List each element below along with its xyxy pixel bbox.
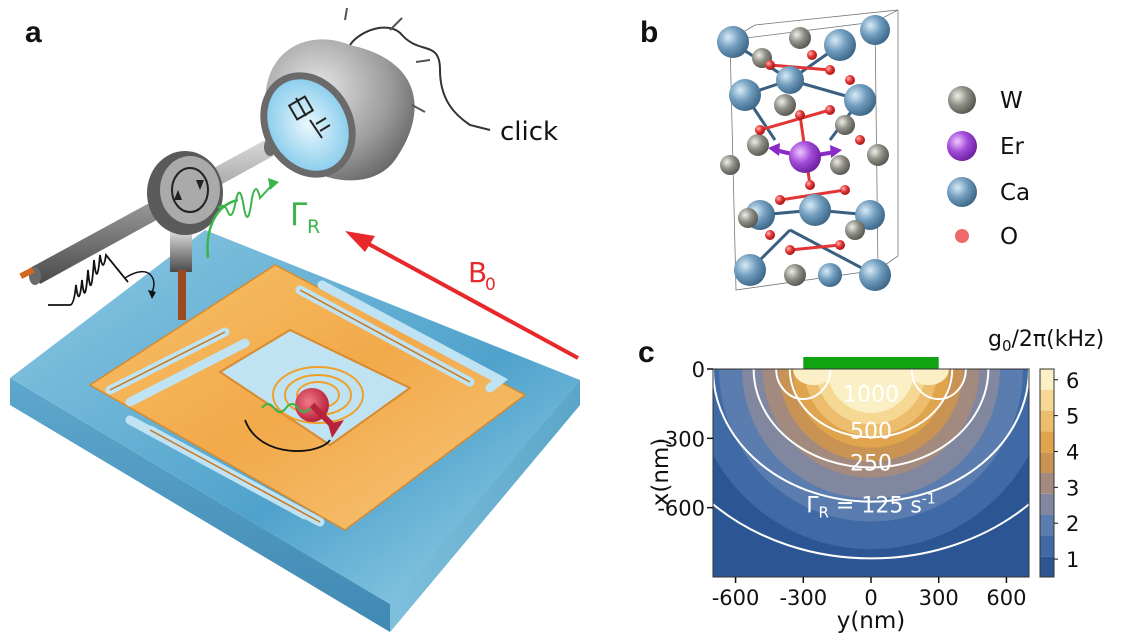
y-tick-labels: 0 -300 -600	[657, 358, 713, 521]
colorbar-frame	[1039, 368, 1055, 578]
colorbar-swatch	[1040, 514, 1054, 536]
colorbar-swatch	[1040, 473, 1054, 494]
colorbar-tick-label: 1	[1066, 548, 1079, 572]
x-tick-label: 300	[919, 586, 959, 610]
colorbar-swatch	[1040, 556, 1054, 577]
er-atom	[768, 141, 842, 173]
panel-b-label: b	[640, 16, 658, 49]
heatmap-plot: 1000 500 250 ΓR = 125 s-1	[712, 357, 1030, 578]
y-tick-label: -300	[657, 427, 705, 451]
svg-text:g0/2π(kHz): g0/2π(kHz)	[988, 327, 1104, 355]
legend-label-er: Er	[1000, 134, 1025, 160]
spin-icon	[244, 366, 364, 452]
crystal-structure	[717, 9, 899, 291]
panel-c-label: c	[638, 336, 655, 369]
legend-label-ca: Ca	[1000, 180, 1030, 206]
contour-line	[752, 369, 990, 469]
colorbar-swatch	[1040, 452, 1054, 473]
w-atoms	[720, 27, 889, 286]
contour-label: ΓR = 125 s-1	[806, 491, 936, 521]
x-tick-label: -600	[712, 586, 760, 610]
colorbar-swatch	[1040, 535, 1054, 557]
contour-line	[775, 369, 832, 400]
field-label: B 0	[468, 256, 496, 295]
colorbar-tick-label: 6	[1066, 369, 1079, 393]
field-arrow	[345, 231, 579, 360]
y-axis-title: x(nm)	[648, 438, 674, 507]
y-tick-label: -600	[657, 497, 705, 521]
detector-label: click	[500, 117, 558, 147]
heatmap-band	[827, 369, 915, 413]
colorbar: 1 2 3 4 5 6	[1039, 368, 1079, 578]
colorbar-swatch	[1040, 389, 1054, 411]
colorbar-tick-label: 3	[1066, 476, 1079, 500]
heatmap-lobe	[793, 369, 834, 386]
circulator-icon	[147, 151, 223, 235]
contour-line	[910, 369, 967, 400]
x-tick-labels: -600 -300 0 300 600	[712, 577, 1026, 610]
decay-rate-label: Γ R	[290, 197, 320, 238]
o-atoms	[755, 50, 865, 255]
contour-label: 1000	[843, 382, 899, 407]
legend-label-o: O	[1000, 224, 1018, 250]
colorbar-tick-label: 2	[1066, 512, 1079, 536]
contour-line	[713, 369, 1029, 503]
contour-label: 250	[850, 452, 892, 477]
x-tick-label: -300	[779, 586, 827, 610]
legend-swatch-ca	[947, 177, 977, 207]
x-tick-label: 600	[986, 586, 1026, 610]
heatmap-lobe	[908, 369, 949, 386]
legend-swatch-er	[947, 131, 977, 161]
svg-text:0: 0	[485, 275, 496, 295]
wire-bar	[803, 357, 939, 369]
contour-label: 500	[850, 419, 892, 444]
x-tick-label: 0	[864, 586, 877, 610]
colorbar-swatch	[1040, 431, 1054, 453]
panel-a-label: a	[25, 16, 42, 49]
element-legend: W Er Ca O	[947, 86, 1030, 250]
svg-text:R: R	[307, 216, 320, 238]
legend-swatch-o	[955, 229, 969, 243]
x-axis-title: y(nm)	[837, 608, 906, 634]
legend-label-w: W	[1000, 88, 1023, 114]
svg-text:Γ: Γ	[290, 197, 308, 233]
detector-icon	[260, 7, 491, 181]
colorbar-swatch	[1040, 369, 1054, 390]
emission-arrow	[206, 178, 279, 259]
svg-text:B: B	[468, 256, 487, 289]
legend-swatch-w	[948, 86, 976, 114]
pulse-icon	[48, 252, 156, 306]
colorbar-title: g0/2π(kHz)	[988, 327, 1104, 355]
contour-line	[713, 502, 1029, 559]
colorbar-tick-label: 4	[1066, 440, 1079, 464]
svg-text:x(nm): x(nm)	[648, 438, 674, 507]
colorbar-swatch	[1040, 410, 1054, 432]
colorbar-swatch	[1040, 493, 1054, 515]
y-tick-label: 0	[692, 358, 705, 382]
colorbar-tick-label: 5	[1066, 405, 1079, 429]
